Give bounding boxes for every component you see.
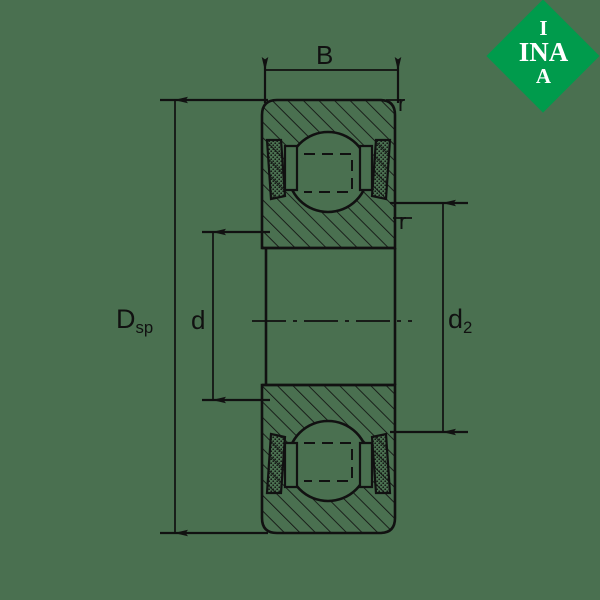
dimension-label-d: d (191, 305, 206, 335)
dimension-label-r-top: r (398, 91, 406, 116)
bearing-body (260, 98, 397, 535)
upper-rolling-element (286, 130, 370, 214)
raceway-shoulders (288, 145, 369, 191)
dimension-label-dsp: Dsp (116, 304, 154, 338)
logo-letter-bottom: A (535, 64, 552, 88)
dimension-label-r-mid: r (399, 209, 407, 234)
lower-right-seal (358, 432, 392, 495)
lower-left-seal (265, 432, 299, 495)
dimension-b (261, 57, 402, 103)
dimension-d (202, 228, 270, 404)
logo-letter-top: I (539, 16, 548, 40)
dimension-label-b: B (316, 40, 334, 70)
bore-walls (262, 246, 397, 387)
dimension-label-d2: d2 (448, 304, 473, 338)
dimension-dsp (160, 96, 268, 537)
logo-letters-middle: INA (518, 37, 569, 67)
lower-rolling-element (286, 419, 370, 503)
dimension-d2 (390, 199, 468, 436)
ina-logo: I INA A (486, 0, 600, 113)
